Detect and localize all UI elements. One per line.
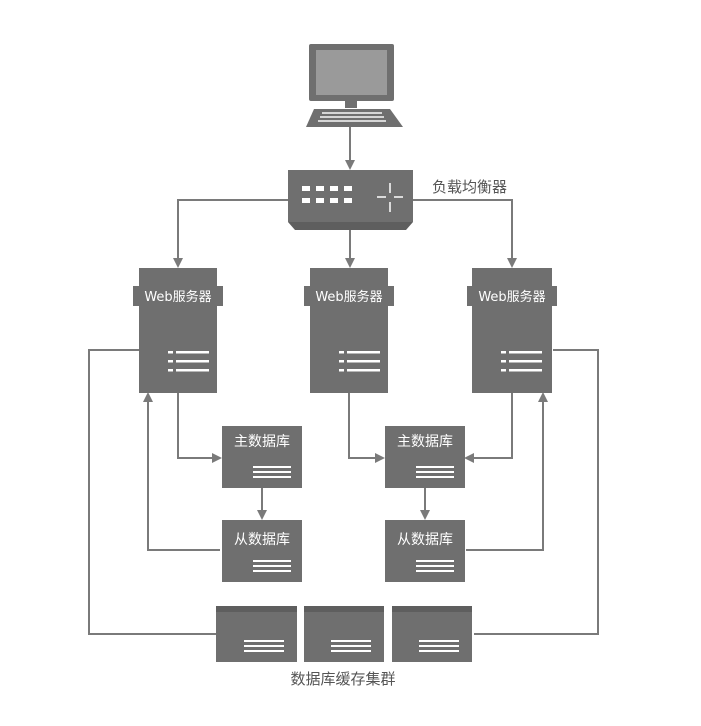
master-db-1: 主数据库: [222, 426, 302, 488]
web-server-2: Web服务器: [304, 268, 394, 393]
arrow-slave1-to-web1: [143, 392, 220, 551]
web-server-3: Web服务器: [467, 268, 557, 393]
arrow-web3-to-master2: [464, 393, 513, 463]
arrow-web2-to-master2: [348, 393, 385, 463]
list-lines-icon: [501, 351, 542, 372]
arrow-lb-to-web3: [413, 199, 517, 268]
web-server-1: Web服务器: [133, 268, 223, 393]
line-web3-to-cache: [474, 349, 599, 635]
cache-node-2: [304, 606, 384, 662]
master-db-2: 主数据库: [385, 426, 465, 488]
arrow-lb-to-web1: [173, 199, 288, 268]
load-balancer-label: 负载均衡器: [432, 178, 507, 196]
cache-node-1: [216, 606, 297, 662]
arrow-slave2-to-web3: [466, 392, 548, 551]
slave-db-2-label: 从数据库: [397, 532, 453, 548]
cache-cluster: [216, 606, 472, 662]
slave-db-1-label: 从数据库: [234, 532, 290, 548]
slave-db-2: 从数据库: [385, 520, 465, 582]
slave-db-1: 从数据库: [222, 520, 302, 582]
web-server-3-label: Web服务器: [478, 289, 545, 305]
arrow-web1-to-master1: [177, 393, 222, 463]
list-lines-icon: [339, 351, 380, 372]
line-web1-to-cache: [88, 349, 216, 635]
cache-cluster-label: 数据库缓存集群: [290, 670, 395, 688]
connectors: [88, 126, 599, 635]
cache-node-3: [392, 606, 472, 662]
list-lines-icon: [168, 351, 209, 372]
computer-icon: [306, 44, 403, 127]
master-db-2-label: 主数据库: [397, 434, 453, 450]
web-server-2-label: Web服务器: [315, 289, 382, 305]
master-db-1-label: 主数据库: [234, 434, 290, 450]
web-server-1-label: Web服务器: [144, 289, 211, 305]
load-balancer-icon: [288, 170, 413, 230]
